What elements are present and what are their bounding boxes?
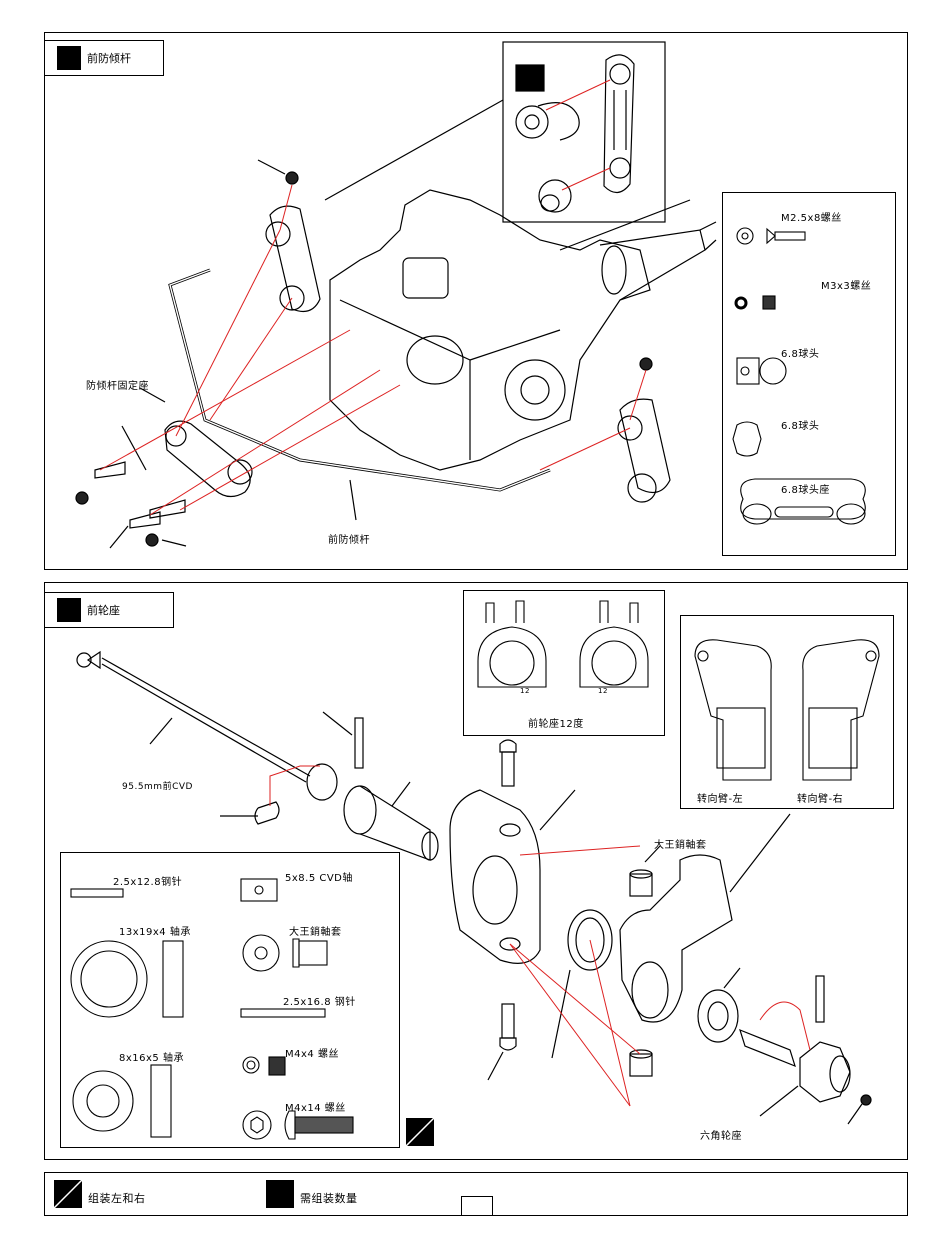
parts-list-2: 2.5x12.8钢针 5x8.5 CVD轴 13x19x4 轴承 大王銷軸套 2… [60, 852, 400, 1148]
part-pin-16-8: 2.5x16.8 钢针 [283, 993, 356, 1008]
part-m4x14-screw: M4x14 螺丝 [285, 1099, 346, 1114]
legend-assemble-both: 组装左和右 [88, 1190, 146, 1206]
assemble-both-legend-icon [54, 1180, 82, 1208]
part-pin-12-8: 2.5x12.8钢针 [113, 873, 182, 888]
cvd-label: 95.5mm前CVD [122, 779, 193, 792]
part-cvd-axle: 5x8.5 CVD轴 [285, 869, 353, 884]
hex-hub-label: 六角轮座 [700, 1127, 742, 1142]
assembly-qty-legend-icon [266, 1180, 294, 1208]
legend-assembly-qty: 需组装数量 [300, 1190, 358, 1206]
page-tab [461, 1196, 493, 1215]
kingpin-label: 大王銷軸套 [654, 836, 707, 851]
part-bearing-8x16: 8x16x5 轴承 [119, 1049, 184, 1064]
part-bearing-13x19: 13x19x4 轴承 [119, 923, 191, 938]
part-kingpin-bushing: 大王銷軸套 [289, 923, 342, 938]
assemble-both-icon [406, 1118, 434, 1146]
part-m4x4-screw: M4x4 螺丝 [285, 1045, 339, 1060]
